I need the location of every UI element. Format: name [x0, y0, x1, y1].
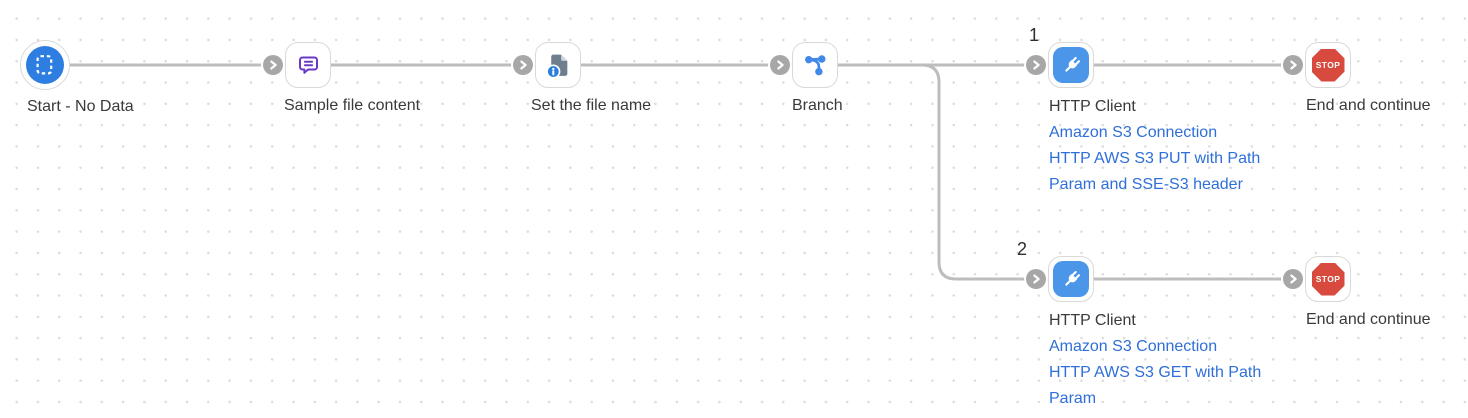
start-node-background — [26, 46, 64, 84]
set-file-name-label: Set the file name — [531, 97, 652, 114]
end-and-continue-1-node[interactable]: STOP — [1305, 42, 1351, 88]
branch-label: Branch — [792, 97, 843, 114]
end-and-continue-1-label: End and continue — [1306, 97, 1431, 114]
amazon-s3-connection-link[interactable]: Amazon S3 Connection — [1049, 338, 1218, 355]
end-and-continue-2-node[interactable]: STOP — [1305, 256, 1351, 302]
chevron-right-icon[interactable] — [770, 55, 790, 75]
http-client-1-node[interactable] — [1048, 42, 1094, 88]
sample-file-content-label: Sample file content — [284, 97, 421, 114]
branch-output-1-number: 1 — [1029, 25, 1040, 45]
message-bubble-icon — [298, 56, 318, 74]
file-info-icon — [545, 54, 567, 79]
http-client-2-node[interactable] — [1048, 256, 1094, 302]
start-node-label: Start - No Data — [27, 98, 134, 115]
branch-icon — [804, 54, 826, 75]
s3-put-operation-link[interactable]: HTTP AWS S3 PUT with Path Param and SSE-… — [1049, 150, 1261, 193]
chevron-right-icon[interactable] — [1283, 269, 1303, 289]
chevron-right-icon[interactable] — [1026, 55, 1046, 75]
chevron-right-icon[interactable] — [513, 55, 533, 75]
set-file-name-node[interactable] — [535, 42, 581, 88]
chevron-right-icon[interactable] — [1026, 269, 1046, 289]
http-client-2-label: HTTP Client — [1049, 312, 1136, 329]
end-and-continue-2-label: End and continue — [1306, 311, 1431, 328]
branch-node[interactable] — [792, 42, 838, 88]
plug-icon — [1064, 270, 1080, 286]
connector-branch-2 — [921, 63, 1053, 281]
chevron-right-icon[interactable] — [263, 55, 283, 75]
stop-sign-icon: STOP — [1311, 262, 1345, 296]
http-client-background — [1053, 261, 1089, 297]
sample-file-content-node[interactable] — [285, 42, 331, 88]
s3-get-operation-link[interactable]: HTTP AWS S3 GET with Path Param — [1049, 364, 1262, 407]
http-client-1-text: HTTP Client Amazon S3 Connection HTTP AW… — [1049, 94, 1287, 198]
amazon-s3-connection-link[interactable]: Amazon S3 Connection — [1049, 124, 1218, 141]
plug-icon — [1064, 56, 1080, 72]
branch-output-2-number: 2 — [1017, 239, 1028, 259]
dashed-document-icon — [36, 55, 53, 75]
chevron-right-icon[interactable] — [1283, 55, 1303, 75]
http-client-background — [1053, 47, 1089, 83]
http-client-2-text: HTTP Client Amazon S3 Connection HTTP AW… — [1049, 308, 1287, 412]
start-node[interactable] — [20, 40, 70, 90]
http-client-1-label: HTTP Client — [1049, 98, 1136, 115]
stop-sign-icon: STOP — [1311, 48, 1345, 82]
